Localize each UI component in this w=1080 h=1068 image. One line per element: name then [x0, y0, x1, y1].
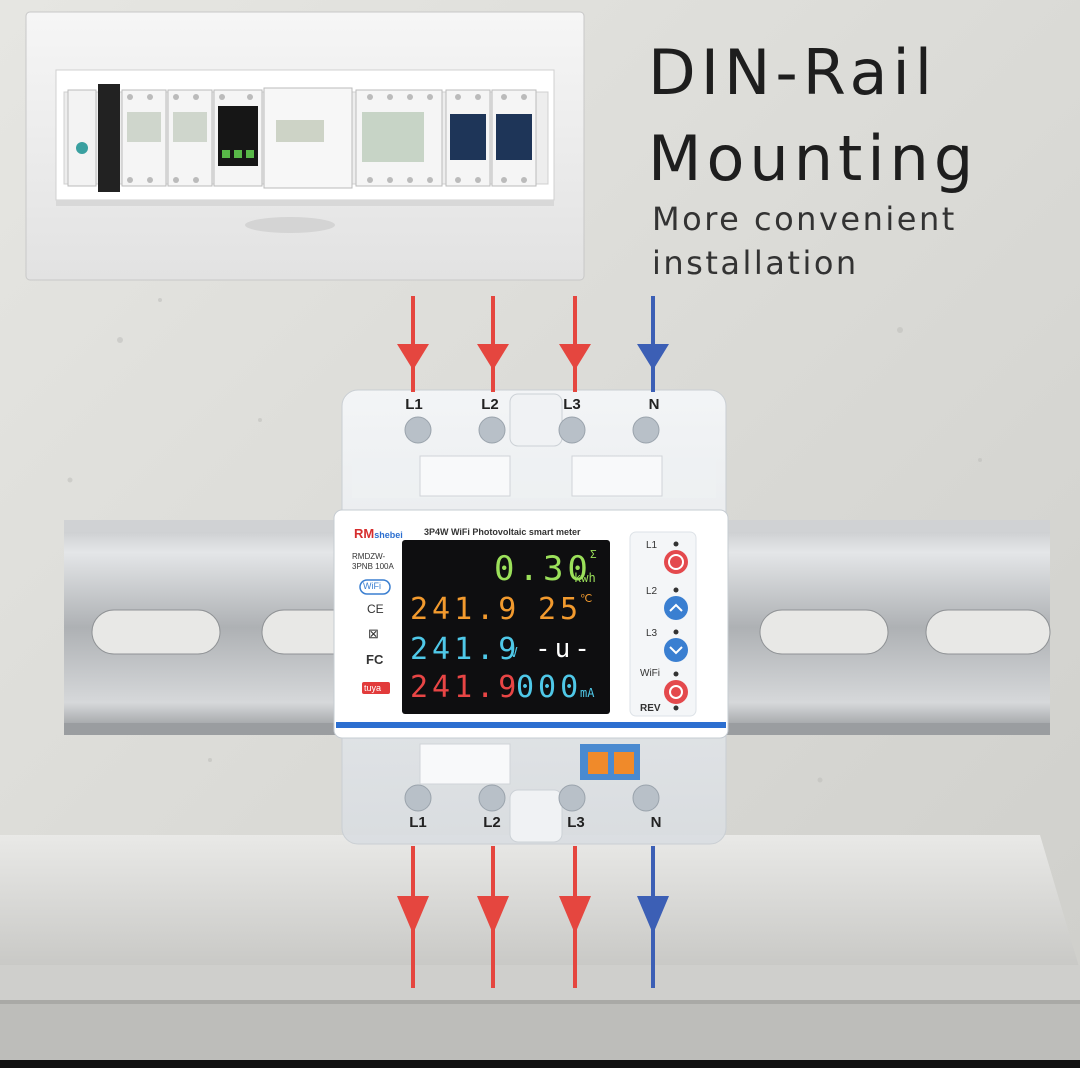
- lcd-row2-unit: ℃: [580, 592, 593, 605]
- headline-title-line1: DIN-Rail: [648, 36, 937, 109]
- wires-top: [397, 296, 669, 392]
- tuya-logo: tuya: [364, 683, 382, 693]
- lcd-row3-right: -u-: [535, 634, 594, 664]
- terminal-top-n: N: [648, 396, 660, 413]
- button-label-l2: L2: [646, 586, 658, 597]
- bottom-edge-bar: [0, 1060, 1080, 1068]
- meter-front: [333, 509, 729, 739]
- headline-title-line2: Mounting: [648, 122, 979, 195]
- terminal-bottom-l3: L3: [567, 814, 585, 831]
- terminal-bottom-l2: L2: [483, 814, 501, 831]
- lcd-row4-right: 000: [516, 670, 583, 705]
- terminal-top-l1: L1: [405, 396, 423, 413]
- button-label-l1: L1: [646, 540, 658, 551]
- terminal-top-l3: L3: [563, 396, 581, 413]
- meter-model-line1: RMDZW-: [352, 552, 386, 561]
- meter-model-line2: 3PNB 100A: [352, 562, 394, 571]
- meter-header: 3P4W WiFi Photovoltaic smart meter: [424, 527, 581, 537]
- distribution-panel: [25, 11, 585, 281]
- button-label-l3: L3: [646, 628, 658, 639]
- wifi-badge: WiFi: [363, 581, 381, 591]
- fcc-mark: FC: [366, 652, 384, 667]
- lcd-row4-left: 241.9: [410, 670, 521, 705]
- lcd-row3-unit: V: [510, 646, 518, 661]
- meter-brand-suffix: shebei: [374, 530, 403, 540]
- headline-subtitle-line1: More convenient: [652, 200, 957, 238]
- headline-subtitle-line2: installation: [652, 244, 859, 282]
- terminal-top-l2: L2: [481, 396, 499, 413]
- wires-bottom: [397, 846, 669, 988]
- lcd-row2-left: 241.9: [410, 592, 521, 627]
- meter-brand-logo: RMshebei: [354, 526, 403, 541]
- lcd-energy-unit: kwh: [574, 571, 596, 585]
- lcd-row2-right: 25: [538, 592, 583, 627]
- lcd-row4-unit: mA: [580, 686, 595, 700]
- ce-mark: CE: [367, 602, 384, 616]
- meter-brand: RM: [354, 526, 375, 541]
- lcd-energy: 0.30: [494, 549, 592, 589]
- terminal-bottom-n: N: [650, 814, 662, 831]
- lcd-sigma: Σ: [590, 548, 597, 561]
- button-label-wifi: WiFi: [640, 668, 660, 679]
- weee-bin-icon: ⊠: [368, 626, 379, 641]
- button-label-rev: REV: [640, 703, 661, 714]
- terminal-bottom-l1: L1: [409, 814, 427, 831]
- lcd-row3-left: 241.9: [410, 632, 521, 667]
